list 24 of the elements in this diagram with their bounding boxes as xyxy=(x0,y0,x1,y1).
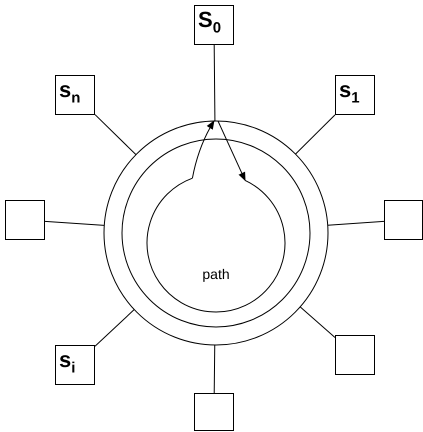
connector-line xyxy=(300,306,336,338)
path-label: path xyxy=(201,266,231,282)
station-box xyxy=(55,345,95,385)
station-label: S$_{0}$ xyxy=(198,9,222,36)
connector-line xyxy=(294,114,336,155)
station-label: s$_{n}$ xyxy=(59,79,80,106)
arrow xyxy=(218,120,246,182)
station-label: s$_{i}$ xyxy=(59,349,76,376)
station-box xyxy=(194,5,234,45)
connector-line xyxy=(214,344,216,394)
connector-line xyxy=(94,114,136,156)
connector-line xyxy=(94,309,135,347)
station-box xyxy=(194,393,234,431)
station-box xyxy=(335,335,375,375)
connector-line xyxy=(44,220,105,226)
station-box xyxy=(384,200,423,240)
station-box xyxy=(5,200,45,240)
station-label: s$_{1}$ xyxy=(339,79,360,106)
ring xyxy=(103,120,329,346)
connector-line xyxy=(214,44,216,122)
arrow xyxy=(192,120,214,179)
station-box xyxy=(55,75,95,115)
station-box xyxy=(335,75,375,115)
connector-line xyxy=(327,220,384,226)
